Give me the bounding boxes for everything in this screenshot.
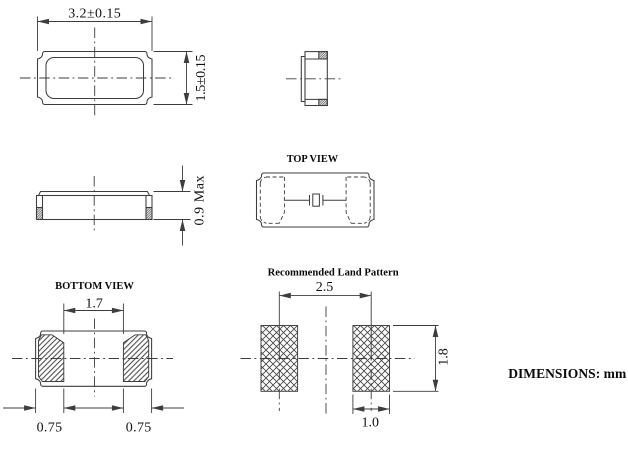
svg-text:0.75: 0.75 [37,421,63,436]
svg-text:1.8: 1.8 [437,348,452,366]
svg-text:BOTTOM VIEW: BOTTOM VIEW [55,281,134,292]
svg-text:0.9 Max: 0.9 Max [193,176,208,226]
svg-text:1.7: 1.7 [85,296,103,311]
svg-text:1.0: 1.0 [361,416,379,431]
svg-text:2.5: 2.5 [316,280,334,295]
svg-text:1.5±0.15: 1.5±0.15 [194,55,209,102]
svg-text:3.2±0.15: 3.2±0.15 [68,7,121,22]
svg-text:0.75: 0.75 [126,421,152,436]
svg-text:Recommended Land Pattern: Recommended Land Pattern [268,268,399,279]
svg-text:DIMENSIONS: mm: DIMENSIONS: mm [508,366,627,381]
svg-text:TOP VIEW: TOP VIEW [287,154,339,165]
